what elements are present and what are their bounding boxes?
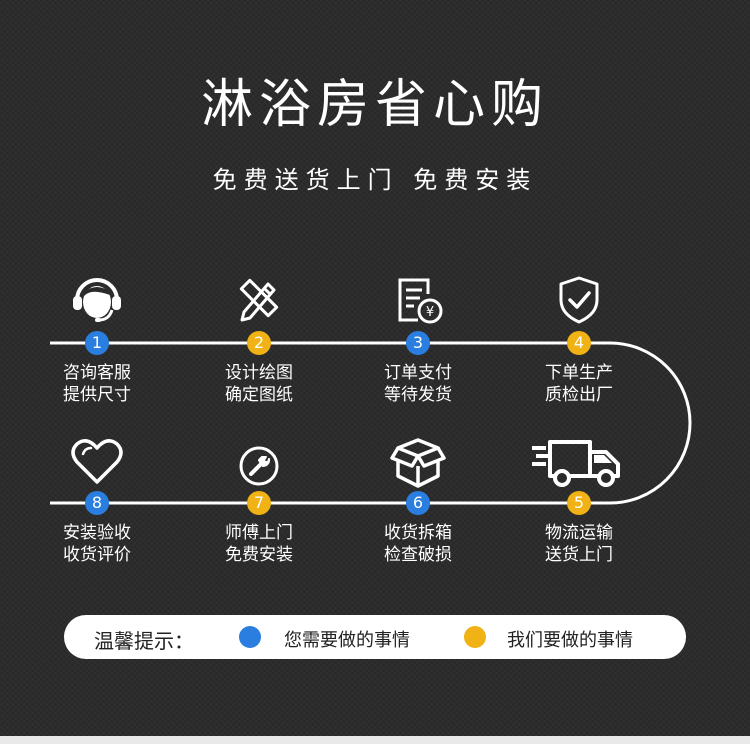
open-box-icon bbox=[390, 438, 446, 488]
step-number-badge: 6 bbox=[406, 491, 430, 515]
step-label-line2: 收货评价 bbox=[63, 545, 131, 565]
step-label: 设计绘图 确定图纸 bbox=[199, 362, 319, 406]
pencil-ruler-icon bbox=[239, 278, 279, 322]
step-number-badge: 1 bbox=[85, 331, 109, 355]
step-5: 5 物流运输 送货上门 bbox=[519, 432, 639, 572]
step-label-line2: 送货上门 bbox=[545, 545, 613, 565]
tip-label: 温馨提示： bbox=[94, 629, 194, 653]
svg-text:¥: ¥ bbox=[426, 305, 434, 320]
step-number-badge: 2 bbox=[247, 331, 271, 355]
step-number-badge: 8 bbox=[85, 491, 109, 515]
step-label-line1: 物流运输 bbox=[545, 523, 613, 543]
step-label: 物流运输 送货上门 bbox=[519, 522, 639, 566]
step-label: 订单支付 等待发货 bbox=[358, 362, 478, 406]
step-label-line2: 免费安装 bbox=[225, 545, 293, 565]
customer-legend-text: 您需要做的事情 bbox=[284, 630, 410, 651]
shield-check-icon bbox=[559, 276, 599, 324]
page-subtitle: 免费送货上门 免费安装 bbox=[212, 166, 538, 194]
step-label-line2: 质检出厂 bbox=[545, 385, 613, 405]
step-label-line1: 师傅上门 bbox=[225, 523, 293, 543]
step-3: ¥ 3 订单支付 等待发货 bbox=[358, 268, 478, 408]
step-label: 安装验收 收货评价 bbox=[37, 522, 157, 566]
step-label: 下单生产 质检出厂 bbox=[519, 362, 639, 406]
step-label-line2: 确定图纸 bbox=[225, 385, 293, 405]
step-label-line1: 安装验收 bbox=[63, 523, 131, 543]
step-2: 2 设计绘图 确定图纸 bbox=[199, 268, 319, 408]
step-label: 师傅上门 免费安装 bbox=[199, 522, 319, 566]
step-label-line1: 收货拆箱 bbox=[384, 523, 452, 543]
step-label-line2: 等待发货 bbox=[384, 385, 452, 405]
step-4: 4 下单生产 质检出厂 bbox=[519, 268, 639, 408]
us-legend-text: 我们要做的事情 bbox=[507, 630, 633, 651]
step-number-badge: 7 bbox=[247, 491, 271, 515]
step-number-badge: 4 bbox=[567, 331, 591, 355]
step-label-line1: 设计绘图 bbox=[225, 363, 293, 383]
step-label: 咨询客服 提供尺寸 bbox=[37, 362, 157, 406]
customer-legend-dot bbox=[239, 626, 261, 648]
step-label-line1: 订单支付 bbox=[384, 363, 452, 383]
delivery-truck-icon bbox=[532, 440, 620, 487]
step-1: 1 咨询客服 提供尺寸 bbox=[37, 268, 157, 408]
step-7: 7 师傅上门 免费安装 bbox=[199, 432, 319, 572]
heart-icon bbox=[71, 439, 123, 484]
tip-legend-bar: 温馨提示： 您需要做的事情 我们要做的事情 bbox=[64, 615, 686, 659]
step-label-line2: 提供尺寸 bbox=[63, 385, 131, 405]
step-label: 收货拆箱 检查破损 bbox=[358, 522, 478, 566]
step-8: 8 安装验收 收货评价 bbox=[37, 432, 157, 572]
step-label-line1: 咨询客服 bbox=[63, 363, 131, 383]
page-title: 淋浴房省心购 bbox=[200, 75, 549, 135]
step-number-badge: 5 bbox=[567, 491, 591, 515]
bottom-strip bbox=[0, 736, 750, 744]
step-label-line2: 检查破损 bbox=[384, 545, 452, 565]
step-number-badge: 3 bbox=[406, 331, 430, 355]
step-6: 6 收货拆箱 检查破损 bbox=[358, 432, 478, 572]
wrench-icon bbox=[239, 446, 279, 486]
customer-service-headset-icon bbox=[73, 278, 121, 322]
us-legend-dot bbox=[464, 626, 486, 648]
invoice-yen-icon: ¥ bbox=[398, 278, 443, 324]
step-label-line1: 下单生产 bbox=[545, 363, 613, 383]
